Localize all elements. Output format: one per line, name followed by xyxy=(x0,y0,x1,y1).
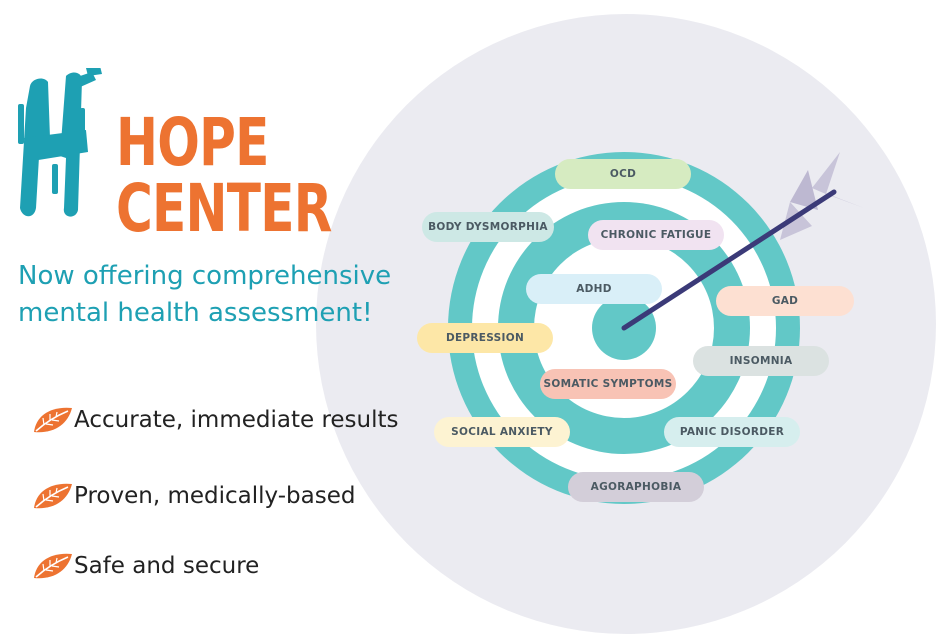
target-label: PANIC DISORDER xyxy=(664,417,800,447)
target-label: ADHD xyxy=(526,274,662,304)
feature-item: Proven, medically-based xyxy=(30,480,355,512)
target-label: SOCIAL ANXIETY xyxy=(434,417,570,447)
feature-item: Accurate, immediate results xyxy=(30,404,399,436)
feature-text: Accurate, immediate results xyxy=(74,407,399,433)
leaf-icon xyxy=(34,483,72,509)
target-label: OCD xyxy=(555,159,691,189)
target-label: CHRONIC FATIGUE xyxy=(588,220,724,250)
tagline: Now offering comprehensive mental health… xyxy=(18,261,392,328)
target-label: INSOMNIA xyxy=(693,346,829,376)
feature-text: Safe and secure xyxy=(74,553,260,579)
logo: HOPE CENTER xyxy=(16,68,486,242)
feature-item: Safe and secure xyxy=(30,550,259,582)
target-label: BODY DYSMORPHIA xyxy=(422,212,554,242)
target-label: GAD xyxy=(716,286,854,316)
arrow-icon xyxy=(621,152,864,331)
leaf-icon xyxy=(34,553,72,579)
target-label: AGORAPHOBIA xyxy=(568,472,704,502)
logo-text: HOPE CENTER xyxy=(116,104,332,247)
target-label: SOMATIC SYMPTOMS xyxy=(540,369,676,399)
target-label: DEPRESSION xyxy=(417,323,553,353)
leaf-icon xyxy=(34,407,72,433)
feature-text: Proven, medically-based xyxy=(74,483,356,509)
hope-h-logo-icon xyxy=(18,68,102,217)
